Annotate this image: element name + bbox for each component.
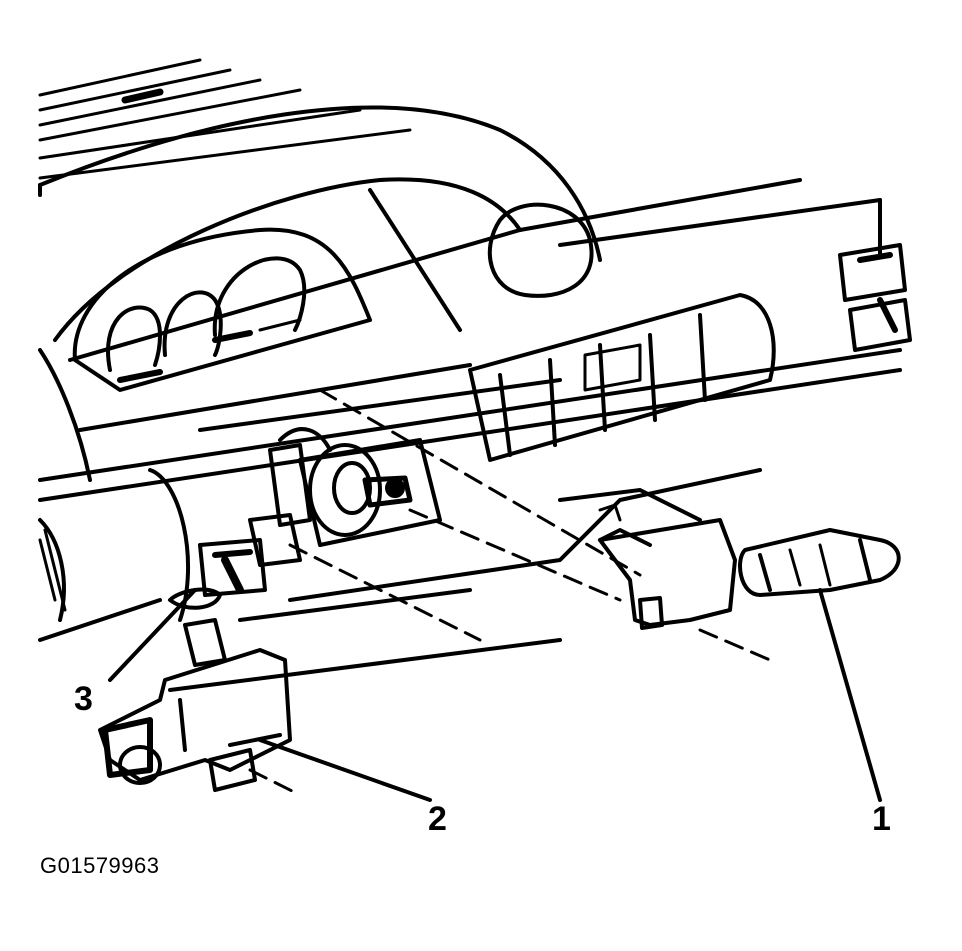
leader-line-2: [258, 738, 432, 802]
callout-2: 2: [428, 800, 447, 838]
dash-knob: [487, 202, 594, 298]
alignment-lines: [248, 388, 772, 797]
right-dash-controls: [838, 243, 912, 352]
steering-column-housing: [148, 378, 762, 692]
callout-3: 3: [74, 680, 93, 718]
leader-line-3: [108, 588, 197, 682]
left-vent: [38, 348, 162, 642]
leader-line-1: [818, 588, 882, 802]
figure-id: G01579963: [40, 853, 160, 878]
callout-1: 1: [872, 800, 891, 838]
windshield-hatching: [38, 58, 412, 180]
connector-3: [168, 538, 267, 610]
instrument-cluster: [72, 227, 372, 392]
clockspring-hub: [248, 443, 413, 567]
switch-assembly-2: [98, 618, 292, 792]
switch-assembly-1: [598, 503, 901, 630]
leader-lines: [108, 588, 882, 802]
dashboard-outline: [38, 105, 902, 502]
